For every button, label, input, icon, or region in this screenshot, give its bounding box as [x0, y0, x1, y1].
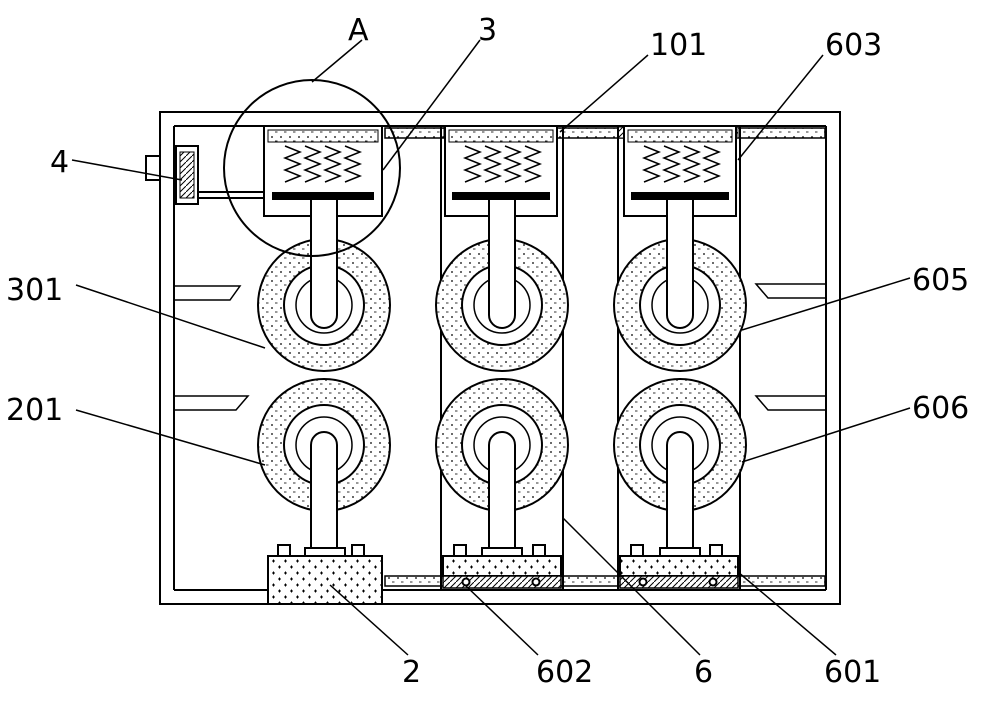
lower-roller-2	[435, 378, 569, 548]
detail-circle-a	[223, 79, 401, 257]
bottom-rail	[384, 575, 826, 587]
leader-lines	[71, 39, 911, 656]
side-actuator	[145, 145, 266, 205]
upper-roller-2	[435, 200, 569, 372]
label-3: 3	[478, 13, 497, 48]
upper-roller-1	[257, 200, 391, 372]
label-301: 301	[6, 273, 63, 308]
label-602: 602	[536, 655, 593, 690]
label-601: 601	[824, 655, 881, 690]
upper-rollers	[257, 200, 747, 372]
lower-roller-3	[613, 378, 747, 548]
label-2: 2	[402, 655, 421, 690]
label-603: 603	[825, 28, 882, 63]
lower-roller-1	[257, 378, 391, 548]
label-201: 201	[6, 393, 63, 428]
label-606: 606	[912, 391, 969, 426]
label-4: 4	[50, 145, 69, 180]
lower-rollers	[257, 378, 747, 548]
labels: A 3 101 603 4 301 605 201 606 2 602 6 60…	[6, 13, 969, 690]
upper-roller-3	[613, 200, 747, 372]
side-guides	[174, 283, 826, 411]
label-605: 605	[912, 263, 969, 298]
unit-frames	[440, 126, 741, 590]
label-6: 6	[694, 655, 713, 690]
label-101: 101	[650, 28, 707, 63]
bases	[267, 544, 739, 605]
label-a: A	[348, 13, 369, 48]
